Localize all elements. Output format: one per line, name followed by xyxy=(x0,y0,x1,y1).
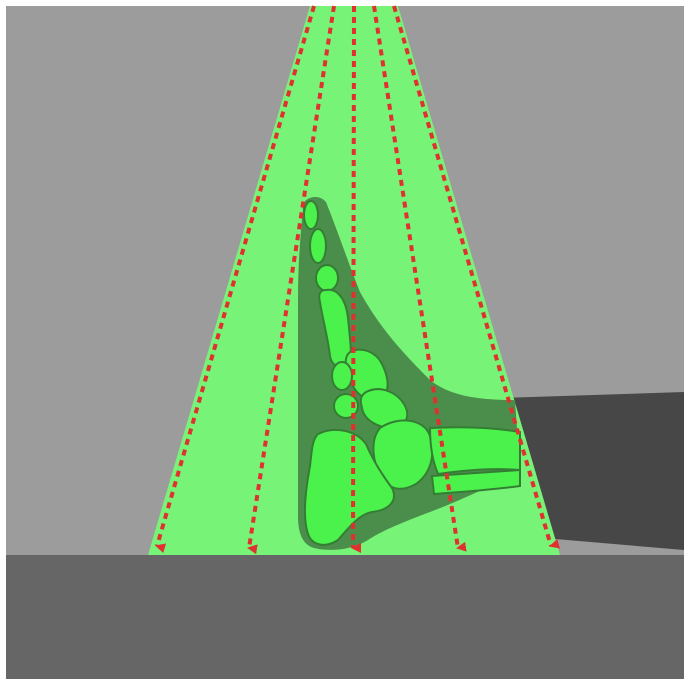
proximal-phalanx xyxy=(316,265,338,291)
distal-phalanx xyxy=(304,201,318,229)
cuboid xyxy=(332,362,352,390)
detector-table xyxy=(6,555,684,679)
middle-phalanx xyxy=(310,229,326,263)
